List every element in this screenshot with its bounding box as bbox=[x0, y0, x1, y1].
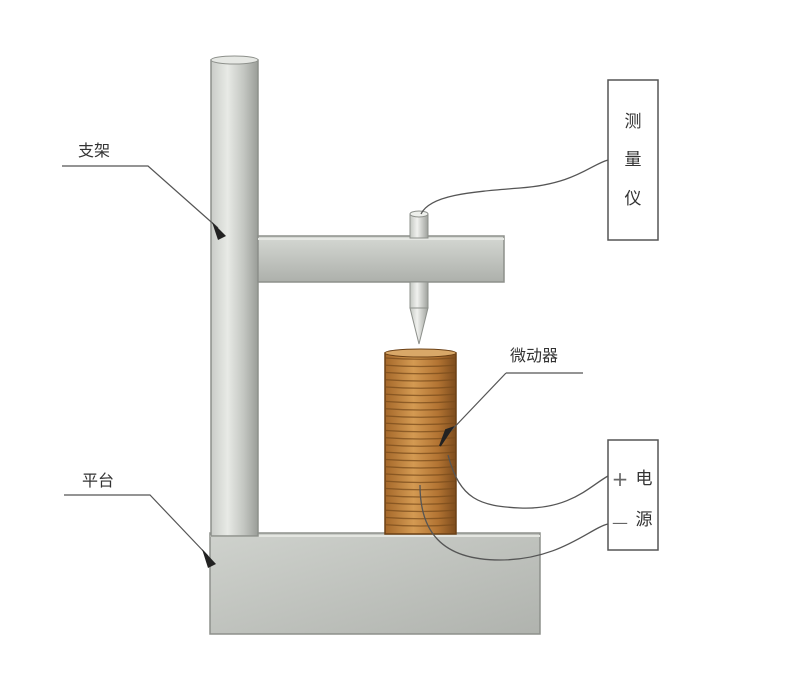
instrument-char-1: 测 bbox=[625, 112, 642, 132]
platform-base bbox=[209, 532, 541, 635]
label-actuator-group: 微动器 bbox=[439, 346, 583, 447]
coil-turn bbox=[385, 473, 456, 476]
minus-terminal: — bbox=[612, 513, 628, 532]
coil-turn bbox=[385, 386, 456, 389]
label-platform-group: 平台 bbox=[64, 471, 216, 568]
coil-turn bbox=[385, 524, 456, 527]
wires bbox=[419, 159, 609, 561]
coil-turn bbox=[385, 415, 456, 418]
coil-turn bbox=[385, 516, 456, 520]
label-stand: 支架 bbox=[78, 141, 110, 160]
micro-actuator-coil bbox=[384, 348, 457, 535]
coil-turn bbox=[385, 444, 456, 447]
power-minus-wire bbox=[419, 484, 609, 561]
power-plus-wire bbox=[447, 454, 609, 509]
coil-turn bbox=[385, 357, 456, 360]
power-source-box: 电 源 + — bbox=[607, 439, 659, 551]
measuring-instrument-box: 测 量 仪 bbox=[607, 79, 659, 241]
coil-turn bbox=[385, 400, 456, 404]
coil-turn bbox=[385, 364, 456, 368]
coil-turn bbox=[385, 502, 456, 505]
stand-pillar bbox=[210, 55, 259, 537]
stand-arm bbox=[257, 235, 505, 283]
instrument-char-3: 仪 bbox=[625, 189, 642, 209]
plus-terminal: + bbox=[612, 467, 629, 491]
instrument-char-2: 量 bbox=[625, 150, 642, 170]
label-platform: 平台 bbox=[82, 471, 114, 490]
power-char-2: 源 bbox=[636, 510, 653, 530]
instrument-wire bbox=[420, 159, 609, 215]
coil-turn bbox=[385, 393, 456, 397]
coil-windings bbox=[385, 357, 456, 527]
coil-turn bbox=[385, 509, 456, 513]
measuring-probe bbox=[409, 210, 429, 345]
coil-turn bbox=[385, 437, 456, 440]
coil-turn bbox=[385, 480, 456, 484]
coil-turn bbox=[385, 466, 456, 469]
label-actuator: 微动器 bbox=[510, 346, 558, 365]
coil-turn bbox=[385, 451, 456, 455]
coil-turn bbox=[385, 408, 456, 411]
coil-turn bbox=[385, 371, 456, 375]
coil-turn bbox=[385, 379, 456, 382]
coil-turn bbox=[385, 422, 456, 426]
power-char-1: 电 bbox=[636, 469, 653, 489]
coil-turn bbox=[385, 458, 456, 462]
label-stand-group: 支架 bbox=[62, 141, 226, 240]
